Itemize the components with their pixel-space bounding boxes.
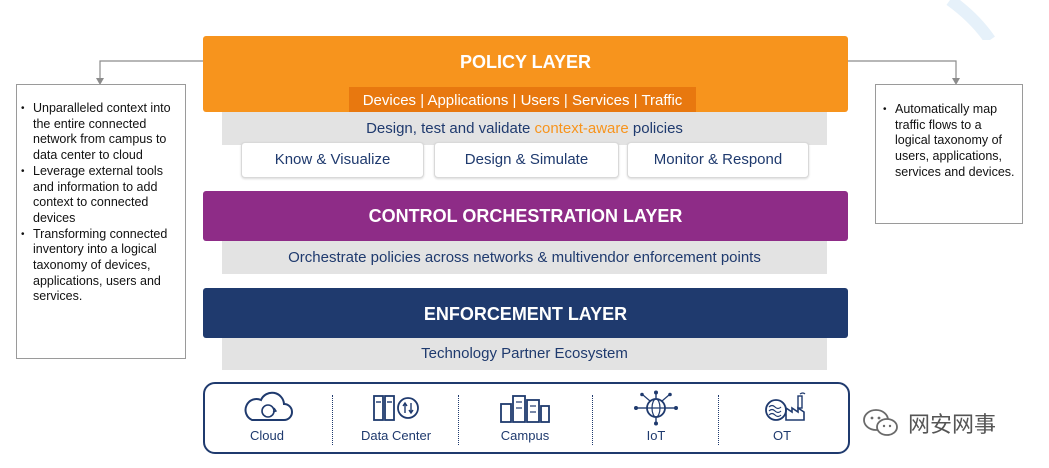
- left-info-box: Unparalleled context into the entire con…: [16, 84, 186, 359]
- infra-campus: Campus: [485, 390, 565, 443]
- pill-monitor-respond: Monitor & Respond: [627, 142, 809, 178]
- infra-divider: [458, 395, 459, 445]
- enforcement-layer-subtitle: Technology Partner Ecosystem: [222, 338, 827, 370]
- infra-data-center-label: Data Center: [360, 428, 432, 443]
- connector-lines: [96, 60, 960, 85]
- left-bullet: Leverage external tools and information …: [21, 164, 179, 227]
- policy-design-line: Design, test and validate context-aware …: [222, 112, 827, 145]
- enforcement-layer-bar: ENFORCEMENT LAYER: [203, 288, 848, 338]
- design-line-highlight: context-aware: [534, 120, 629, 137]
- policy-tag-bar: Devices | Applications | Users | Service…: [349, 87, 696, 114]
- watermark: 网安网事: [862, 406, 996, 440]
- design-line-prefix: Design, test and validate: [366, 120, 535, 137]
- iot-icon: [634, 390, 678, 426]
- infra-ot: OT: [742, 390, 822, 443]
- infra-iot-label: IoT: [646, 428, 666, 443]
- left-bullet: Transforming connected inventory into a …: [21, 227, 179, 306]
- right-info-box: Automatically map traffic flows to a log…: [875, 84, 1023, 224]
- infra-divider: [718, 395, 719, 445]
- design-line-suffix: policies: [628, 120, 683, 137]
- pill-know-visualize: Know & Visualize: [241, 142, 424, 178]
- cloud-icon: [244, 391, 293, 421]
- pill-design-simulate: Design & Simulate: [434, 142, 619, 178]
- infrastructure-box: [203, 382, 850, 454]
- left-bullet: Unparalleled context into the entire con…: [21, 101, 179, 164]
- control-layer-title: CONTROL ORCHESTRATION LAYER: [368, 206, 683, 226]
- infra-divider: [332, 395, 333, 445]
- data-center-icon: [373, 395, 419, 421]
- control-layer-subtitle: Orchestrate policies across networks & m…: [222, 241, 827, 274]
- infra-data-center: Data Center: [350, 390, 442, 443]
- ot-icon: [765, 392, 806, 421]
- infra-campus-label: Campus: [500, 428, 550, 443]
- infra-divider: [592, 395, 593, 445]
- control-layer-bar: CONTROL ORCHESTRATION LAYER: [203, 191, 848, 241]
- enforcement-layer-title: ENFORCEMENT LAYER: [423, 304, 628, 324]
- infra-iot: IoT: [616, 390, 696, 443]
- infra-cloud-label: Cloud: [250, 428, 284, 443]
- infra-ot-label: OT: [772, 428, 792, 443]
- decorative-arc: [946, 0, 995, 40]
- campus-icon: [500, 395, 550, 423]
- policy-layer-title: POLICY LAYER: [459, 52, 592, 72]
- right-bullet: Automatically map traffic flows to a log…: [883, 102, 1016, 181]
- infra-cloud: Cloud: [227, 390, 307, 443]
- watermark-text: 网安网事: [908, 413, 997, 438]
- wechat-icon: [863, 409, 898, 436]
